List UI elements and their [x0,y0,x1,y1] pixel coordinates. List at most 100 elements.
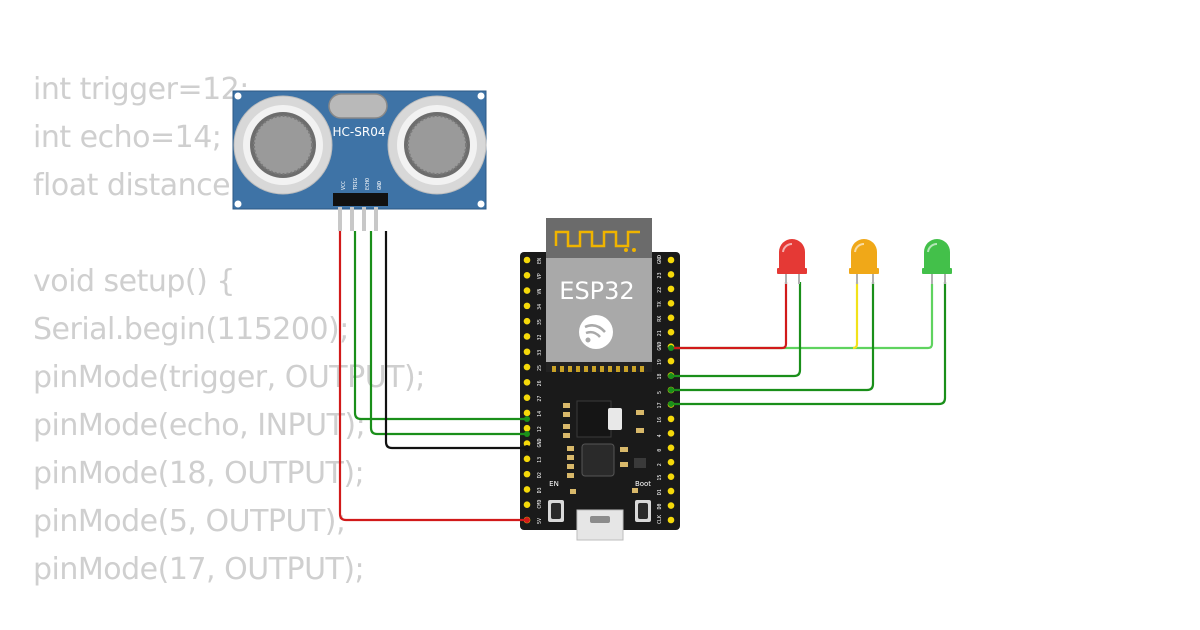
esp32-pin-label: 21 [657,330,663,336]
sensor-pin-vcc[interactable] [338,207,342,231]
esp32-pin-label: VP [537,273,543,279]
esp32-pin-label: 2 [657,463,663,466]
esp32-pin-label: 12 [537,426,543,432]
crystal-oscillator [328,93,388,119]
led-red[interactable] [777,239,807,284]
esp32-pin-gnd[interactable] [523,440,531,447]
sensor-pin-label-echo: ECHO [365,178,371,190]
esp32-pin-32[interactable] [523,333,531,340]
esp32-pin-d3[interactable] [523,486,531,493]
wire-endpoint-5v [524,517,530,523]
wire-green-led-gpio17[interactable] [671,282,947,406]
transducer-left [233,95,333,195]
wire-red-led-gpio18[interactable] [671,282,802,378]
esp32-pin-vp[interactable] [523,271,531,279]
esp32-pin-label: D2 [537,472,543,478]
hc-sr04-sensor[interactable]: HC-SR04 VCC TRIG ECHO GND [232,90,487,231]
led-yellow[interactable] [849,239,879,284]
esp32-pin-12[interactable] [523,424,531,432]
esp32-pin-23[interactable] [667,271,675,278]
esp32-pin-label: 5 [657,391,663,394]
esp32-pin-label: 17 [657,402,663,408]
en-button[interactable] [551,503,561,519]
esp32-pin-gnd[interactable] [667,256,675,264]
regulator-tab [608,408,622,430]
esp32-pin-clk[interactable] [667,516,675,524]
esp32-pin-label: CMD [537,500,543,509]
esp32-pin-22[interactable] [667,285,675,293]
esp32-pin-label: GND [657,342,663,351]
sensor-pin-label-vcc: VCC [341,181,347,190]
wire-trig-gpio12[interactable] [353,231,527,421]
wire-yellow-led-gpio5[interactable] [671,282,875,392]
esp32-pin-25[interactable] [523,363,531,371]
esp32-pin-16[interactable] [667,415,675,423]
esp32-pin-vn[interactable] [523,287,531,294]
esp32-pin-d1[interactable] [667,487,675,495]
esp32-pin-cmd[interactable] [523,501,531,509]
esp32-pin-en[interactable] [523,256,531,264]
esp32-pin-label: D3 [537,487,543,493]
code-line: pinMode(17, OUTPUT); [33,552,365,587]
boot-button[interactable] [638,503,648,519]
wire-yellow-led-gnd[interactable] [852,282,859,350]
esp32-pin-d0[interactable] [667,502,675,509]
sensor-pin-label-gnd: GND [377,181,383,190]
sensor-pin-echo[interactable] [362,207,366,231]
micro-usb-port[interactable] [576,509,624,541]
esp32-pin-0[interactable] [667,444,675,452]
esp32-pin-label: 32 [537,334,543,340]
esp32-pin-15[interactable] [667,473,675,480]
esp32-pin-label: 26 [537,380,543,386]
code-line: int trigger=12; [33,72,249,107]
wire-vcc-5v[interactable] [338,231,527,522]
esp32-pin-35[interactable] [523,317,531,325]
esp32-pin-19[interactable] [667,357,675,365]
antenna-module [546,218,652,258]
esp32-pin-26[interactable] [523,379,531,386]
esp32-pin-34[interactable] [523,302,531,310]
mount-hole [234,200,242,208]
esp32-pin-label: 27 [537,396,543,402]
wire-echo-gpio14[interactable] [369,231,527,436]
esp32-pin-27[interactable] [523,394,531,401]
mount-hole [234,92,242,100]
esp32-pin-label: GND [657,255,663,264]
esp32-pin-33[interactable] [523,348,531,356]
wire-gnd-gnd[interactable] [384,231,527,450]
esp32-pin-label: 23 [657,272,663,278]
esp32-pin-label: 15 [657,475,663,481]
esp32-pin-rx[interactable] [667,314,675,322]
code-line: pinMode(5, OUTPUT); [33,504,346,539]
wire-led-green-gnd[interactable] [671,284,934,350]
esp32-pin-13[interactable] [523,455,531,463]
esp32-pin-label: EN [537,258,543,264]
esp32-pin-d2[interactable] [523,470,531,478]
esp32-pin-label: VN [537,289,543,295]
esp32-pin-4[interactable] [667,430,675,437]
code-line: pinMode(18, OUTPUT); [33,456,365,491]
led-green[interactable] [922,239,952,284]
wire-red-led-gnd[interactable] [671,282,788,350]
antenna-trace [554,230,640,248]
sensor-pin-trig[interactable] [350,207,354,231]
esp32-board[interactable]: ESP32 [520,218,680,541]
esp32-pin-14[interactable] [523,409,531,417]
code-listing: int trigger=12;int echo=14;float distanc… [33,66,425,594]
sensor-pin-gnd[interactable] [374,207,378,231]
mount-hole [477,92,485,100]
esp32-pin-label: 22 [657,287,663,293]
esp32-pin-label: 34 [537,304,543,310]
sensor-header [333,193,388,206]
esp32-pin-label: CLK [657,515,663,524]
esp32-pin-2[interactable] [667,458,675,466]
usb-uart-chip [581,443,615,477]
en-button-label: EN [549,480,559,488]
esp32-pin-tx[interactable] [667,300,675,307]
esp32-pin-label: 14 [537,411,543,417]
esp32-pin-21[interactable] [667,328,675,336]
code-line: void setup() { [33,264,235,299]
esp32-pin-label: 25 [537,365,543,371]
esp32-pin-label: 5V [537,518,543,524]
